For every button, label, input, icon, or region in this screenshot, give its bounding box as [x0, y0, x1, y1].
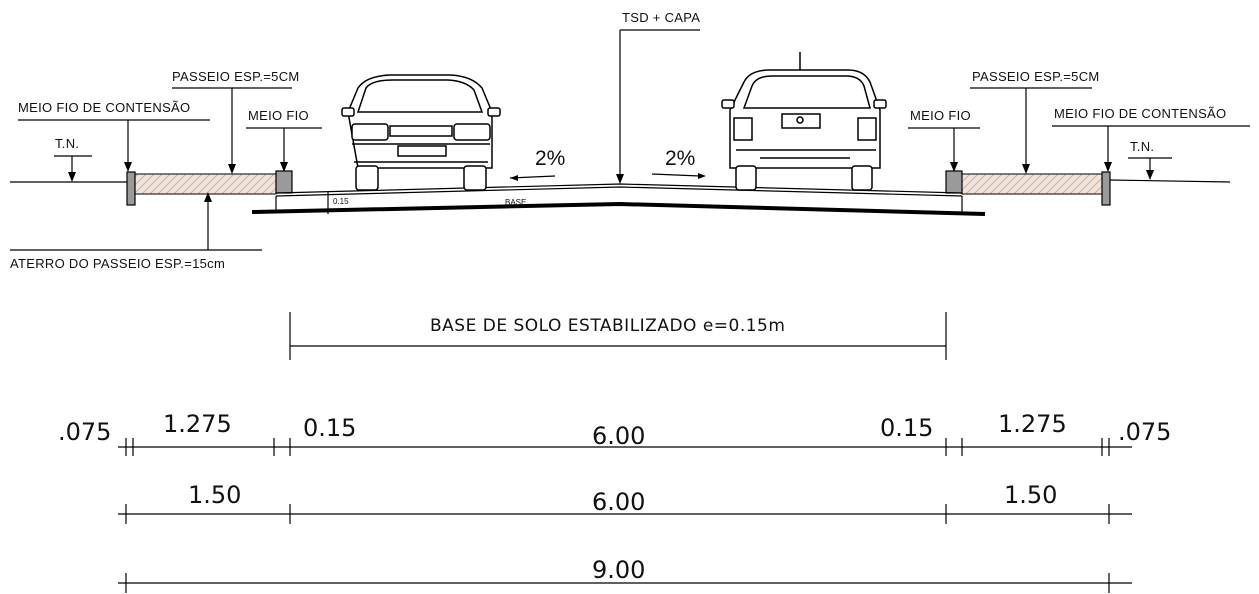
base-thickness-label: 0.15	[333, 197, 349, 206]
dimension-row-3	[118, 573, 1132, 593]
dim-r1-1275-right: 1.275	[998, 410, 1067, 438]
tn-right-label: T.N.	[1130, 139, 1154, 154]
passeio-left-label: PASSEIO ESP.=5CM	[172, 69, 300, 84]
slope-arrow-right	[651, 173, 706, 179]
meio-fio-contensao-left-leader	[18, 119, 210, 172]
retaining-curb-left	[126, 171, 136, 206]
dim-r2-150-right: 1.50	[1004, 481, 1057, 509]
dimension-row-2	[118, 504, 1132, 524]
dim-r3-900: 9.00	[592, 556, 645, 584]
dimension-row-1	[118, 438, 1132, 456]
meio-fio-contensao-right-leader	[1052, 125, 1250, 172]
dim-r2-150-left: 1.50	[188, 481, 241, 509]
meio-fio-right-leader	[908, 127, 980, 172]
sidewalk-right	[961, 173, 1103, 195]
meio-fio-right-label: MEIO FIO	[910, 108, 971, 123]
base-title-label: BASE DE SOLO ESTABILIZADO e=0.15m	[430, 316, 785, 336]
meio-fio-contensao-right-label: MEIO FIO DE CONTENSÃO	[1054, 106, 1226, 121]
passeio-right-label: PASSEIO ESP.=5CM	[972, 69, 1100, 84]
meio-fio-left-label: MEIO FIO	[248, 108, 309, 123]
retaining-curb-right	[1101, 171, 1111, 206]
car-rear-view	[721, 52, 887, 191]
tn-left-label: T.N.	[55, 136, 79, 151]
dim-r1-015-left: 0.15	[303, 414, 356, 442]
passeio-right-leader	[970, 87, 1092, 174]
slope-arrow-left	[509, 175, 556, 181]
tsd-capa-leader	[616, 29, 700, 184]
passeio-left-leader	[172, 87, 292, 174]
curb-left	[275, 170, 293, 194]
dim-r1-600: 6.00	[592, 422, 645, 450]
natural-terrain-right	[1109, 179, 1231, 183]
slope-right-label: 2%	[665, 147, 695, 170]
aterro-label: ATERRO DO PASSEIO ESP.=15cm	[10, 256, 225, 271]
dim-r1-1275-left: 1.275	[163, 410, 232, 438]
tsd-capa-label: TSD + CAPA	[622, 10, 700, 25]
dim-r1-075-left: .075	[58, 418, 111, 446]
base-title-bracket	[289, 312, 947, 360]
sidewalk-left	[133, 173, 277, 195]
base-tag-label: BASE	[505, 198, 526, 207]
dim-r2-600: 6.00	[592, 488, 645, 516]
base-layer	[251, 192, 986, 216]
slope-left-label: 2%	[535, 147, 565, 170]
meio-fio-contensao-left-label: MEIO FIO DE CONTENSÃO	[18, 100, 190, 115]
tn-right-leader	[1128, 157, 1172, 180]
meio-fio-left-leader	[246, 127, 322, 172]
dim-r1-075-right: .075	[1118, 418, 1171, 446]
dim-r1-015-right: 0.15	[880, 414, 933, 442]
curb-right	[945, 170, 963, 194]
car-front-view	[341, 74, 501, 191]
aterro-leader	[10, 192, 262, 251]
tn-left-leader	[54, 155, 92, 182]
